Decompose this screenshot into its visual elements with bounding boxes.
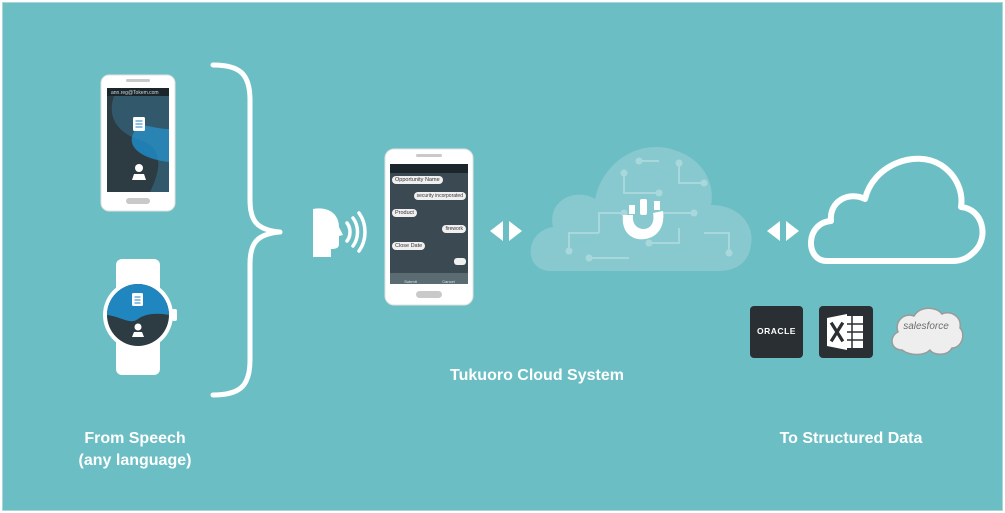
salesforce-logo-text: salesforce	[903, 321, 949, 332]
chat-bubble-field: Product	[392, 209, 417, 217]
submit-button[interactable]: Submit	[404, 279, 417, 284]
chat-form: Opportunity Name security incorporated P…	[390, 174, 468, 279]
tukuoro-logo-icon	[622, 199, 664, 240]
tukuoro-cloud-icon	[530, 146, 752, 271]
cloud-outline-icon	[808, 155, 986, 264]
grouping-brace	[210, 62, 283, 398]
chat-bubble-value	[454, 258, 466, 265]
oracle-logo: ORACLE	[750, 306, 803, 358]
cloud-system-caption: Tukuoro Cloud System	[450, 367, 624, 384]
form-smartphone-device	[384, 148, 474, 306]
from-speech-caption: From Speech (any language)	[27, 428, 243, 472]
excel-logo-icon	[819, 306, 873, 358]
speaking-head-icon	[313, 208, 367, 257]
cancel-button[interactable]: Cancel	[442, 279, 455, 284]
oracle-logo-text: ORACLE	[757, 326, 796, 336]
chat-bubble-field: Opportunity Name	[392, 176, 443, 184]
chat-bubble-value: firework	[442, 225, 466, 233]
smartphone-device	[100, 74, 176, 212]
from-speech-title: From Speech	[84, 430, 186, 447]
phone-status-text: ann.reg@Tokem.com	[111, 90, 159, 96]
chat-bubble-value: security incorporated	[413, 192, 466, 200]
bidirectional-arrow-icon	[490, 221, 522, 241]
from-speech-subtitle: (any language)	[78, 452, 192, 469]
salesforce-logo-icon	[891, 307, 964, 356]
chat-bubble-field: Close Date	[392, 242, 426, 250]
smartwatch-device	[103, 259, 177, 375]
bidirectional-arrow-icon	[767, 221, 799, 241]
structured-data-caption: To Structured Data	[779, 430, 923, 447]
